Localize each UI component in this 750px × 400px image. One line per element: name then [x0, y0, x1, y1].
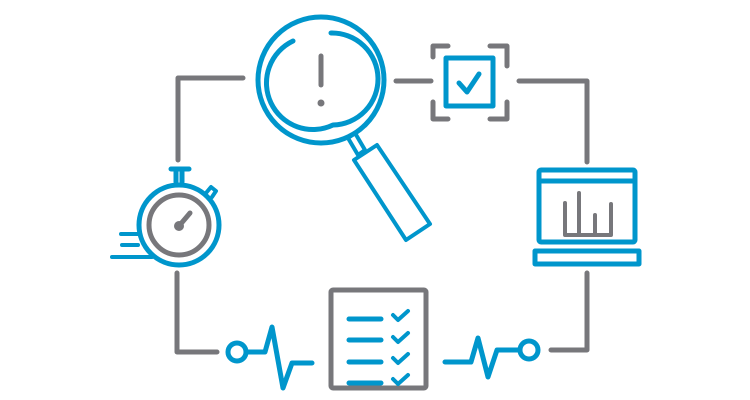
laptop-chart-icon [532, 167, 642, 267]
connector-top-right [516, 78, 590, 165]
pulse-line-left-icon [225, 324, 315, 391]
connector-bottom-right [548, 270, 590, 353]
checkbox-focus-icon [430, 43, 510, 122]
stopwatch-icon [110, 166, 222, 268]
connector-top-left [175, 75, 246, 163]
connector-bottom-left [174, 270, 220, 355]
pulse-line-right-icon [442, 335, 541, 380]
checklist-icon [328, 287, 429, 391]
magnifier-alert-icon [255, 14, 432, 242]
